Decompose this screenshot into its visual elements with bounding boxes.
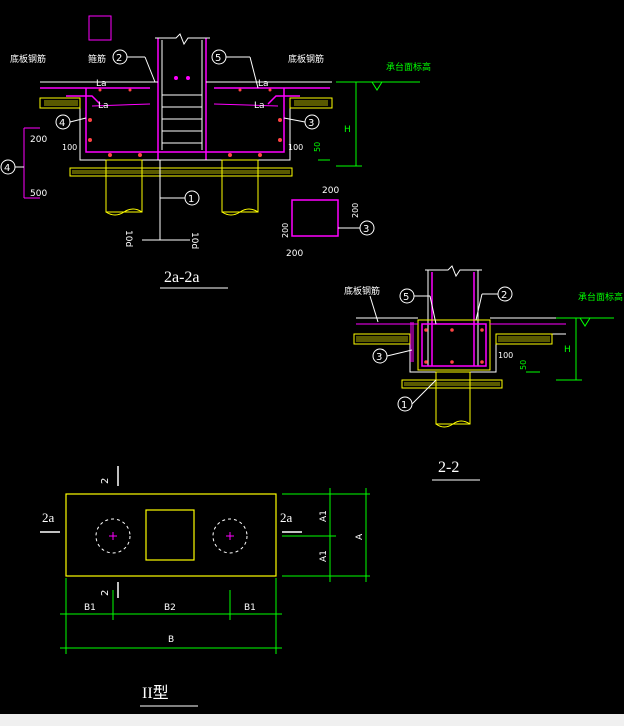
svg-text:5: 5	[403, 292, 409, 303]
la-left: La	[96, 79, 107, 89]
dim-100-left: 100	[62, 143, 77, 152]
la-mid-right: La	[254, 101, 265, 111]
plan-title: II型	[142, 684, 169, 702]
left-dims: 200 500 4 100 100	[0, 127, 303, 199]
right-dims: H 50	[313, 81, 362, 167]
dim-500: 500	[30, 189, 47, 199]
label-bottom-rebar-left: 底板钢筋	[10, 53, 46, 65]
label-cap-top-elev-22: 承台面标高	[578, 291, 623, 303]
dim-B1-right: B1	[244, 603, 256, 613]
callout-4: 4	[55, 114, 87, 130]
callout-3-22: 3	[372, 348, 413, 364]
callout-1: 1	[160, 190, 200, 206]
pile-plan-right	[212, 518, 248, 554]
svg-text:3: 3	[308, 118, 314, 129]
dim-200-left: 200	[30, 135, 47, 145]
column	[155, 33, 210, 160]
section-title-2a: 2a-2a	[164, 269, 200, 286]
pile-22	[435, 371, 471, 428]
plan-view: 2 2 2a 2a B1 B2 B1 B A1 A1 A	[40, 466, 370, 707]
detail-box	[88, 15, 112, 41]
callout-2-22: 2	[475, 286, 513, 321]
callout-4-left: 4	[4, 163, 10, 174]
callout-5-22: 5	[399, 288, 437, 325]
dim-B1-left: B1	[84, 603, 96, 613]
dim-10d-left: 10d	[123, 230, 133, 247]
detail-200-left: 200	[281, 223, 290, 238]
la-right: La	[258, 79, 269, 89]
label-stirrup: 箍筋	[88, 53, 106, 65]
dim-100-22: 100	[498, 351, 513, 360]
svg-text:3: 3	[376, 352, 382, 363]
dim-A1-top: A1	[319, 510, 329, 522]
dim-A: A	[355, 533, 365, 540]
svg-text:2: 2	[116, 53, 122, 64]
section-mark-right: 2a	[280, 510, 293, 525]
la-mid-left: La	[98, 101, 109, 111]
dim-100-right: 100	[288, 143, 303, 152]
callout-2: 2	[112, 49, 156, 83]
section-2a-2a: 10d 10d 底板钢筋 底板钢筋 箍筋 承台面标高 La La La La 2…	[0, 15, 431, 289]
section-mark-top: 2	[100, 478, 111, 484]
detail-200-top: 200	[322, 186, 339, 196]
section-title-22: 2-2	[438, 459, 459, 476]
svg-text:5: 5	[215, 53, 221, 64]
dim-H-22: H	[564, 345, 571, 355]
detail-200-right: 200	[351, 203, 360, 218]
dim-50: 50	[313, 142, 322, 152]
dim-B: B	[168, 635, 174, 645]
svg-text:1: 1	[188, 194, 194, 205]
pile-plan-left	[95, 518, 131, 554]
callout-3-right: 3	[283, 114, 320, 130]
label-bottom-rebar-22: 底板钢筋	[344, 285, 380, 297]
piles	[105, 159, 259, 216]
plan-dims-right: A1 A1 A	[282, 488, 370, 582]
column-22	[425, 265, 482, 366]
stirrup-detail: 200 200 200 200 3	[281, 186, 375, 259]
ground-hatch	[39, 97, 333, 177]
section-mark-bottom: 2	[100, 590, 111, 596]
detail-200-bottom: 200	[286, 249, 303, 259]
svg-text:4: 4	[59, 118, 65, 129]
window-bottom-bar	[0, 714, 624, 726]
right-dims-22: H 50 100	[498, 317, 582, 381]
label-bottom-rebar-right: 底板钢筋	[288, 53, 324, 65]
rebar-cage	[40, 87, 330, 157]
dim-H: H	[344, 125, 351, 135]
svg-text:1: 1	[401, 400, 407, 411]
callout-3-detail: 3	[363, 224, 369, 235]
label-cap-top-elevation: 承台面标高	[386, 61, 431, 73]
column-plan	[145, 509, 195, 561]
callout-5: 5	[211, 49, 259, 89]
plan-dims-bottom: B1 B2 B1 B	[60, 578, 282, 654]
dim-A1-bottom: A1	[319, 550, 329, 562]
cap-plan-outline	[65, 493, 277, 577]
section-mark-left: 2a	[42, 510, 55, 525]
dim-B2: B2	[164, 603, 176, 613]
callout-1-22: 1	[397, 379, 437, 412]
dim-10d-right: 10d	[189, 232, 199, 249]
svg-text:2: 2	[501, 290, 507, 301]
dim-50-22: 50	[519, 360, 528, 370]
section-2-2: 底板钢筋 承台面标高 5 2 3 1	[344, 265, 623, 481]
